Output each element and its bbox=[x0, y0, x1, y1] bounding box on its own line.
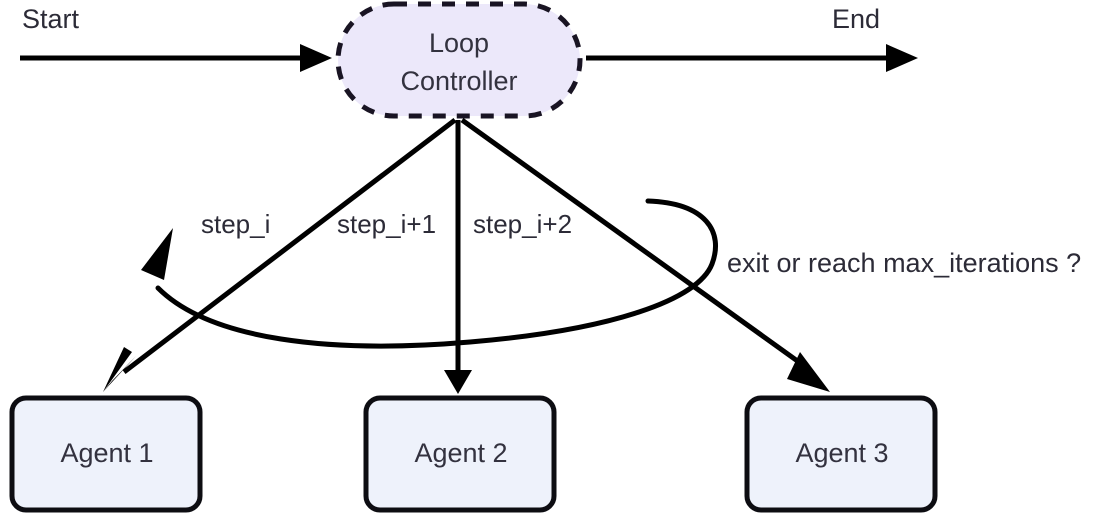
agent1-arrow-head-icon bbox=[103, 347, 132, 392]
loopback-condition-label: exit or reach max_iterations ? bbox=[727, 248, 1082, 278]
loop-controller-label-line1: Loop bbox=[428, 28, 490, 58]
agent-1-node[interactable] bbox=[9, 395, 203, 513]
agent1-arrow-line bbox=[122, 118, 457, 374]
edge-label-step-i-plus-1: step_i+1 bbox=[337, 209, 437, 239]
loop-controller-node[interactable] bbox=[335, 1, 583, 119]
agent-3-node[interactable] bbox=[744, 395, 938, 513]
agent-2-node[interactable] bbox=[363, 395, 557, 513]
agent2-arrow-head-icon bbox=[444, 370, 472, 394]
edge-start-to-controller bbox=[20, 44, 332, 72]
edge-controller-to-agent-2 bbox=[444, 120, 472, 394]
agent3-arrow-head-icon bbox=[787, 352, 830, 392]
edge-label-step-i-plus-2: step_i+2 bbox=[473, 209, 573, 239]
agent-1-label: Agent 1 bbox=[60, 438, 154, 468]
end-arrow-head-icon bbox=[886, 44, 918, 72]
agent-2-label: Agent 2 bbox=[414, 438, 508, 468]
edge-controller-to-end bbox=[586, 44, 918, 72]
edge-controller-to-agent-1 bbox=[103, 118, 457, 392]
loop-controller-label-line2: Controller bbox=[400, 66, 518, 96]
agent-3-label: Agent 3 bbox=[795, 438, 889, 468]
loopback-arrow-head-icon bbox=[141, 228, 173, 280]
end-label: End bbox=[832, 4, 881, 34]
start-arrow-head-icon bbox=[300, 44, 332, 72]
agent1-arrow-head-fill-icon bbox=[103, 356, 136, 392]
loopback-curve-line bbox=[155, 198, 718, 349]
edge-label-step-i: step_i bbox=[201, 209, 271, 239]
start-label: Start bbox=[22, 4, 80, 34]
edge-loopback-condition bbox=[141, 198, 718, 349]
agent3-arrow-line bbox=[460, 117, 812, 373]
edge-controller-to-agent-3 bbox=[460, 117, 830, 392]
loop-controller-label: Loop Controller bbox=[336, 24, 582, 100]
